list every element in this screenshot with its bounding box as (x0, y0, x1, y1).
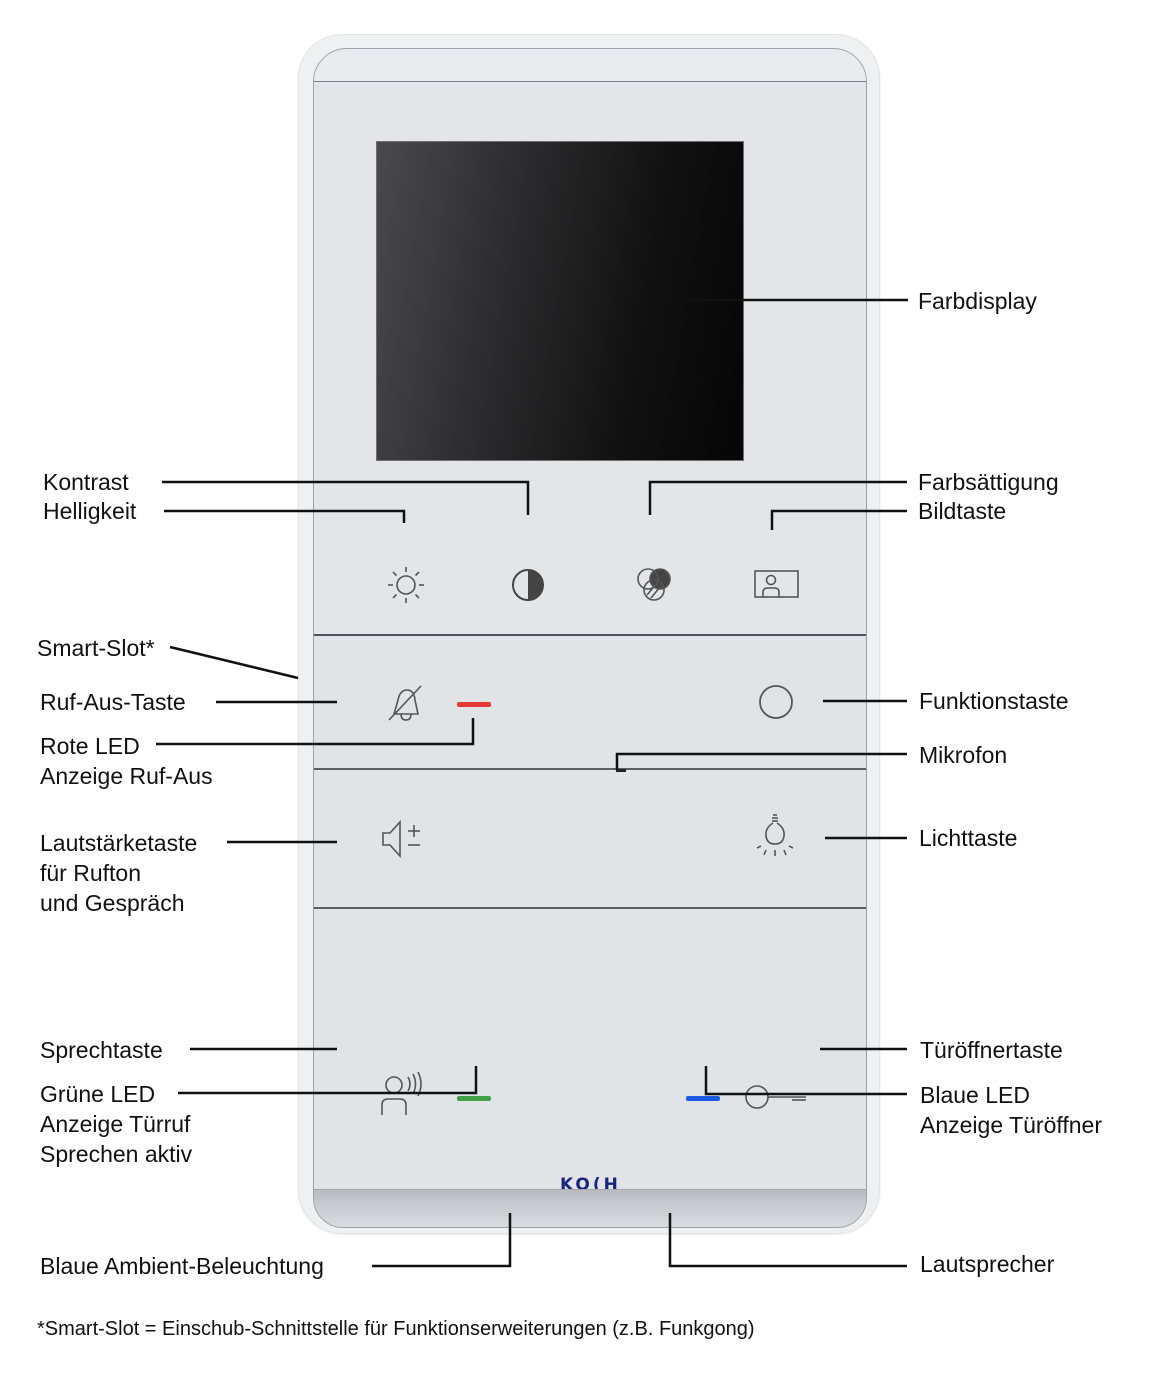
volume-light-panel (314, 772, 866, 909)
saturation-button[interactable] (633, 565, 675, 607)
label-blaue-led: Blaue LED Anzeige Türöffner (920, 1080, 1102, 1140)
label-line: für Rufton (40, 860, 141, 886)
label-line: Sprechen aktiv (40, 1141, 193, 1167)
microphone (616, 769, 626, 774)
picture-person-icon (754, 569, 800, 599)
light-button[interactable] (751, 812, 799, 862)
person-speaking-icon (376, 1071, 430, 1121)
door-opener-button[interactable] (742, 1083, 808, 1111)
main-button-panel: KO(H (314, 911, 866, 1195)
speaker-plus-minus-icon (380, 817, 428, 861)
brightness-button[interactable] (384, 563, 428, 607)
mute-button[interactable] (385, 682, 425, 724)
image-button[interactable] (754, 569, 800, 599)
red-led (457, 702, 491, 707)
light-bulb-icon (751, 812, 799, 862)
leader-smart-slot (169, 645, 299, 680)
label-ambient-beleuchtung: Blaue Ambient-Beleuchtung (40, 1253, 324, 1279)
circle-icon (758, 684, 794, 720)
label-tueroeffnertaste: Türöffnertaste (920, 1037, 1063, 1063)
label-line: Rote LED (40, 733, 140, 759)
label-line: Anzeige Ruf-Aus (40, 763, 213, 789)
label-bildtaste: Bildtaste (918, 498, 1007, 524)
label-lichttaste: Lichttaste (919, 825, 1018, 851)
contrast-button[interactable] (510, 567, 546, 603)
label-kontrast: Kontrast (43, 469, 129, 495)
function-button[interactable] (758, 684, 794, 720)
label-rote-led: Rote LED Anzeige Ruf-Aus (40, 731, 213, 791)
volume-button[interactable] (380, 817, 428, 861)
label-line: Lautstärketaste (40, 830, 198, 856)
label-mikrofon: Mikrofon (919, 742, 1008, 768)
green-led (457, 1096, 491, 1101)
talk-button[interactable] (376, 1071, 430, 1121)
blue-led (686, 1096, 720, 1101)
top-strip (314, 49, 866, 82)
label-gruene-led: Grüne LED Anzeige Türruf Sprechen aktiv (40, 1079, 192, 1169)
label-line: und Gespräch (40, 890, 185, 916)
label-helligkeit: Helligkeit (43, 498, 137, 524)
label-sprechtaste: Sprechtaste (40, 1037, 163, 1063)
label-line: Grüne LED (40, 1081, 156, 1107)
label-line: Anzeige Türruf (40, 1111, 191, 1137)
label-farbsaettigung: Farbsättigung (918, 469, 1059, 495)
device-front-panel: KO(H (313, 48, 867, 1228)
label-lautsprecher: Lautsprecher (920, 1251, 1055, 1277)
color-display (376, 141, 744, 461)
label-farbdisplay: Farbdisplay (918, 288, 1037, 314)
label-lautstaerketaste: Lautstärketaste für Rufton und Gespräch (40, 828, 197, 918)
label-line: Anzeige Türöffner (920, 1112, 1102, 1138)
footnote-smart-slot: *Smart-Slot = Einschub-Schnittstelle für… (37, 1318, 755, 1340)
label-funktionstaste: Funktionstaste (919, 688, 1069, 714)
label-ruf-aus-taste: Ruf-Aus-Taste (40, 689, 186, 715)
sun-icon (384, 563, 428, 607)
contrast-half-circle-icon (510, 567, 546, 603)
label-line: Blaue LED (920, 1082, 1030, 1108)
label-smart-slot: Smart-Slot* (37, 635, 155, 661)
ambient-light-speaker-bar (314, 1189, 866, 1227)
bell-off-icon (385, 682, 425, 724)
color-circles-icon (633, 565, 675, 607)
key-icon (742, 1083, 808, 1111)
smart-slot-panel (314, 637, 866, 770)
display-panel (314, 82, 866, 636)
